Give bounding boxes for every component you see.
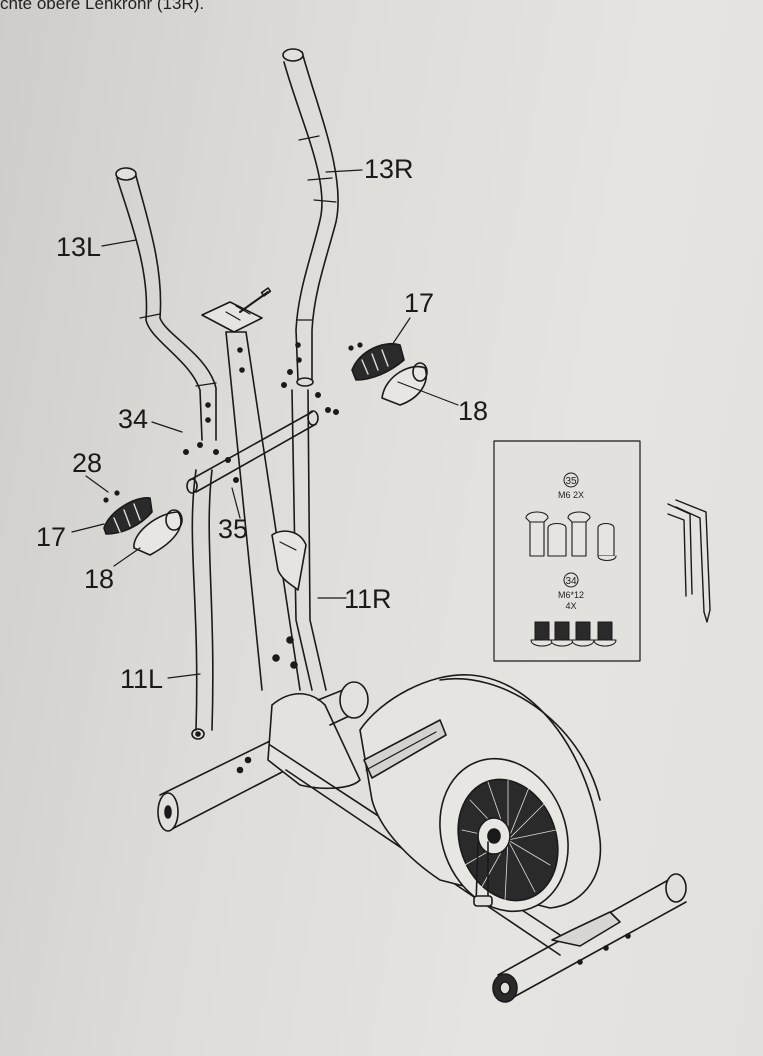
main-mast	[201, 287, 301, 691]
hardware-inset-box: 35 M6 2X 34 M6*12 4X	[493, 440, 641, 662]
part-34-number: 34	[565, 576, 577, 587]
label-13R: 13R	[364, 154, 414, 184]
part-34-qty: 4X	[565, 601, 576, 611]
clamp-17-right	[348, 342, 405, 381]
part-35-number: 35	[565, 476, 577, 487]
label-17-left: 17	[36, 522, 66, 552]
clamp-17-left	[103, 490, 153, 535]
label-11L: 11L	[120, 664, 163, 694]
lower-arm-11L	[191, 469, 214, 740]
label-35: 35	[218, 514, 248, 544]
lower-arm-11R	[271, 389, 327, 691]
rear-stabilizer	[492, 873, 687, 1003]
handlebar-13L	[115, 167, 217, 441]
flywheel-housing	[359, 674, 602, 913]
cover-18-right	[381, 362, 428, 406]
label-34: 34	[118, 404, 148, 434]
cover-18-left	[133, 509, 183, 556]
part-34-spec: M6*12	[558, 590, 584, 600]
label-18-right: 18	[458, 396, 488, 426]
bolt-icon	[525, 511, 617, 562]
header-caption: chte obere Lenkrohr (13R).	[0, 0, 205, 13]
leader-lines	[71, 169, 459, 679]
part-35-spec: M6 2X	[558, 490, 584, 500]
label-17-right: 17	[404, 288, 434, 318]
screw-icon	[530, 621, 617, 647]
label-11R: 11R	[344, 584, 392, 614]
label-18-left: 18	[84, 564, 114, 594]
label-28: 28	[72, 448, 102, 478]
handlebar-13R	[282, 48, 339, 387]
allen-key-icon	[667, 499, 711, 623]
label-13L: 13L	[56, 232, 101, 262]
